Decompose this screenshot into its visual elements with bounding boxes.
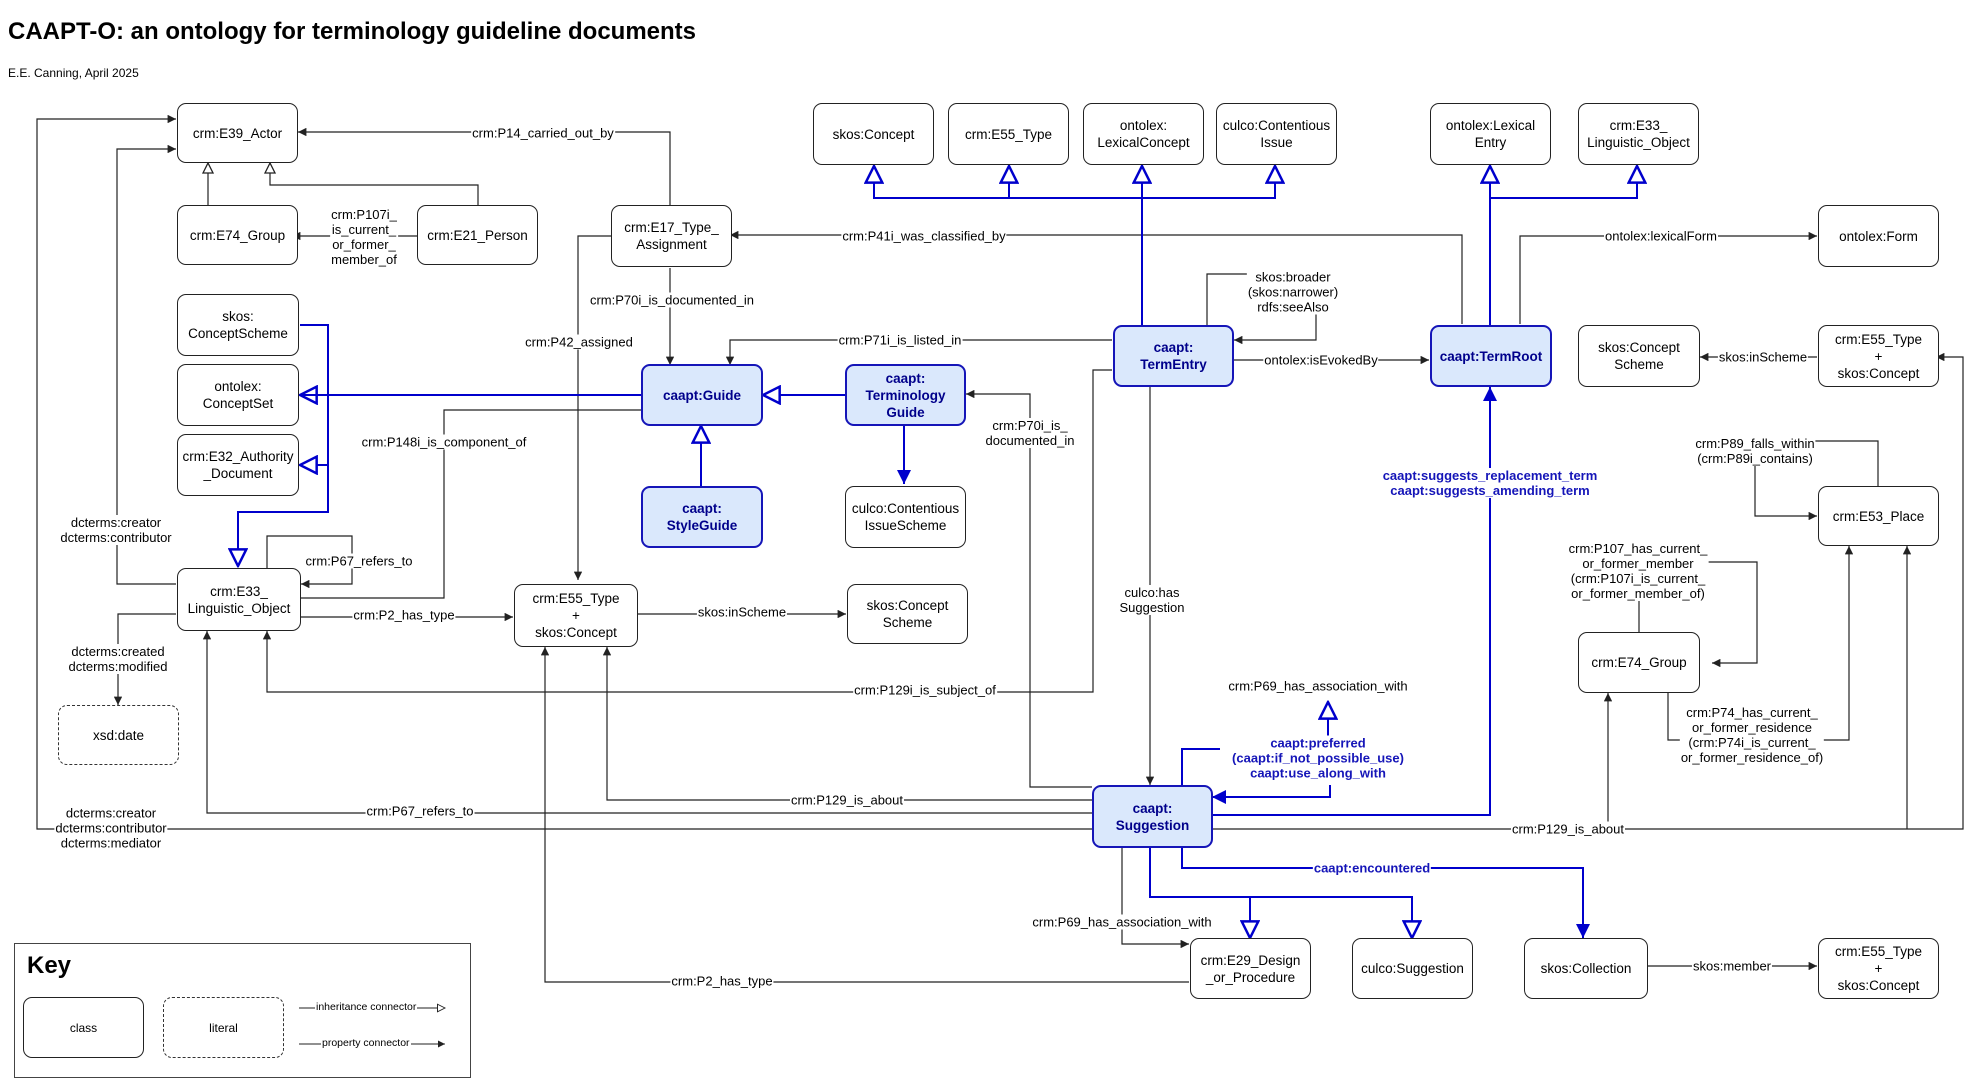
node-ontolex-lexicalentry[interactable]: ontolex:Lexical Entry <box>1430 103 1551 165</box>
label-skos-member: skos:member <box>1691 958 1773 974</box>
label-p129i: crm:P129i_is_subject_of <box>853 682 997 698</box>
node-e55-skos-concept-right[interactable]: crm:E55_Type + skos:Concept <box>1818 325 1939 387</box>
node-skos-collection[interactable]: skos:Collection <box>1524 938 1648 999</box>
node-e17-type-assignment[interactable]: crm:E17_Type_ Assignment <box>611 205 732 267</box>
node-culco-contentious-issuescheme[interactable]: culco:Contentious IssueScheme <box>845 486 966 548</box>
node-e32-authority-document[interactable]: crm:E32_Authority _Document <box>177 434 299 496</box>
node-caapt-termentry[interactable]: caapt: TermEntry <box>1113 325 1234 387</box>
node-e74-group-right[interactable]: crm:E74_Group <box>1578 632 1700 693</box>
label-p89: crm:P89_falls_within (crm:P89i_contains) <box>1694 436 1816 466</box>
label-p74: crm:P74_has_current_ or_former_residence… <box>1679 705 1825 765</box>
node-skos-concept[interactable]: skos:Concept <box>813 103 934 165</box>
label-p71i: crm:P71i_is_listed_in <box>837 332 963 348</box>
node-e53-place[interactable]: crm:E53_Place <box>1818 486 1939 546</box>
label-p67-bottom: crm:P67_refers_to <box>365 803 475 819</box>
label-p69-bottom: crm:P69_has_association_with <box>1031 914 1213 930</box>
node-e29-design-procedure[interactable]: crm:E29_Design _or_Procedure <box>1190 938 1311 999</box>
key-panel: Key class literal inheritance connector … <box>14 943 471 1078</box>
node-caapt-suggestion[interactable]: caapt: Suggestion <box>1092 785 1213 848</box>
label-p2-bottom: crm:P2_has_type <box>670 973 774 989</box>
label-p107-right: crm:P107_has_current_ or_former_member (… <box>1567 541 1709 601</box>
node-e33-linguistic-left[interactable]: crm:E33_ Linguistic_Object <box>177 568 301 631</box>
key-property-label: property connector <box>321 1037 411 1049</box>
node-caapt-guide[interactable]: caapt:Guide <box>641 364 763 426</box>
node-ontolex-conceptset[interactable]: ontolex: ConceptSet <box>177 364 299 426</box>
label-isevokedby: ontolex:isEvokedBy <box>1263 352 1379 368</box>
label-broader: skos:broader (skos:narrower) rdfs:seeAls… <box>1246 269 1340 315</box>
node-e21-person[interactable]: crm:E21_Person <box>417 205 538 265</box>
node-skos-conceptscheme[interactable]: skos: ConceptScheme <box>177 294 299 356</box>
node-caapt-terminology-guide[interactable]: caapt: Terminology Guide <box>845 364 966 426</box>
label-suggests-replacement: caapt:suggests_replacement_term caapt:su… <box>1381 468 1599 498</box>
node-e55-type-top[interactable]: crm:E55_Type <box>948 103 1069 165</box>
label-inscheme-mid: skos:inScheme <box>696 604 788 620</box>
label-encountered: caapt:encountered <box>1312 860 1432 876</box>
label-creator-bottom: dcterms:creator dcterms:contributor dcte… <box>54 805 168 851</box>
label-inscheme-right: skos:inScheme <box>1717 349 1809 365</box>
label-p14: crm:P14_carried_out_by <box>471 125 615 141</box>
node-culco-contentious-issue[interactable]: culco:Contentious Issue <box>1216 103 1337 165</box>
label-p42: crm:P42_assigned <box>524 334 634 350</box>
label-p70i-suggestion: crm:P70i_is_ documented_in <box>984 418 1076 448</box>
author-line: E.E. Canning, April 2025 <box>8 66 139 80</box>
page-title: CAAPT-O: an ontology for terminology gui… <box>8 18 697 45</box>
label-preferred: caapt:preferred (caapt:if_not_possible_u… <box>1231 735 1405 781</box>
key-literal-sample: literal <box>163 997 284 1058</box>
label-p148i: crm:P148i_is_component_of <box>360 434 528 450</box>
label-p2-mid: crm:P2_has_type <box>352 607 456 623</box>
label-creator-top: dcterms:creator dcterms:contributor <box>59 515 173 545</box>
node-xsd-date[interactable]: xsd:date <box>58 705 179 765</box>
label-p41i: crm:P41i_was_classified_by <box>841 228 1007 244</box>
node-e55-skos-concept-bottom[interactable]: crm:E55_Type + skos:Concept <box>1818 938 1939 999</box>
label-p129-about-left: crm:P129_is_about <box>789 792 905 808</box>
label-created: dcterms:created dcterms:modified <box>67 644 169 674</box>
label-p69-top: crm:P69_has_association_with <box>1227 678 1409 694</box>
node-e33-linguistic-top[interactable]: crm:E33_ Linguistic_Object <box>1578 103 1699 165</box>
node-caapt-styleguide[interactable]: caapt: StyleGuide <box>641 486 763 548</box>
node-ontolex-lexicalconcept[interactable]: ontolex: LexicalConcept <box>1083 103 1204 165</box>
key-class-sample: class <box>23 997 144 1058</box>
label-p70i-guide: crm:P70i_is_documented_in <box>588 292 756 308</box>
label-p107i-left: crm:P107i_ is_current_ or_former_ member… <box>330 207 398 267</box>
key-inheritance-label: inheritance connector <box>315 1001 418 1013</box>
node-ontolex-form[interactable]: ontolex:Form <box>1818 205 1939 267</box>
label-has-suggestion: culco:has Suggestion <box>1118 585 1186 615</box>
node-skos-concept-scheme-right[interactable]: skos:Concept Scheme <box>1578 325 1700 387</box>
label-lexicalform: ontolex:lexicalForm <box>1604 228 1718 244</box>
label-p67-loop: crm:P67_refers_to <box>304 553 414 569</box>
node-e55-skos-concept-mid[interactable]: crm:E55_Type + skos:Concept <box>514 584 638 647</box>
label-p129-about-right: crm:P129_is_about <box>1510 821 1626 837</box>
key-title: Key <box>27 952 72 979</box>
node-caapt-termroot[interactable]: caapt:TermRoot <box>1430 325 1552 387</box>
node-e74-group-left[interactable]: crm:E74_Group <box>177 205 298 265</box>
node-e39-actor[interactable]: crm:E39_Actor <box>177 103 298 163</box>
node-skos-concept-scheme-mid[interactable]: skos:Concept Scheme <box>847 584 968 644</box>
node-culco-suggestion[interactable]: culco:Suggestion <box>1352 938 1473 999</box>
